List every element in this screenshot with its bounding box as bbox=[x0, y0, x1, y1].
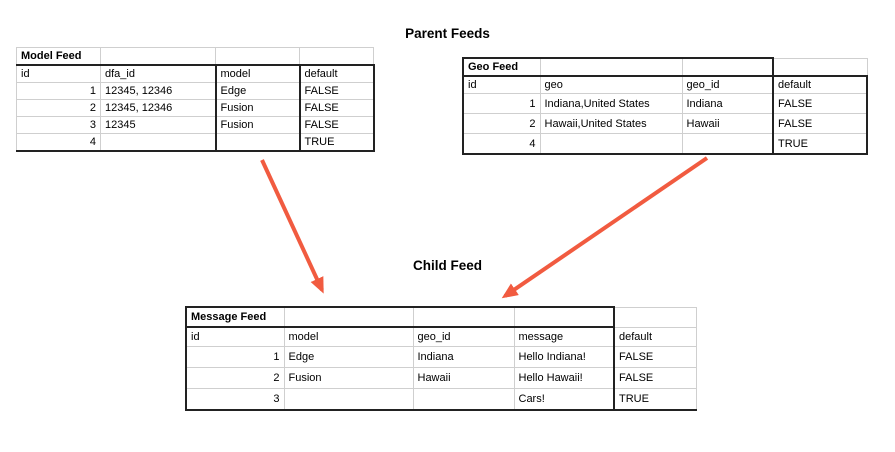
empty-cell bbox=[299, 47, 374, 66]
cell: 1 bbox=[462, 93, 541, 114]
cell bbox=[539, 133, 683, 155]
column-header-id: id bbox=[462, 75, 541, 94]
column-header-geo: geo bbox=[539, 75, 683, 94]
cell bbox=[100, 133, 216, 152]
cell: Fusion bbox=[214, 116, 301, 134]
cell: 12345, 12346 bbox=[100, 82, 216, 100]
column-header-default: default bbox=[772, 75, 868, 94]
empty-cell bbox=[412, 306, 515, 328]
table-title-row: Geo Feed bbox=[462, 57, 868, 77]
empty-cell bbox=[215, 47, 300, 66]
empty-cell bbox=[772, 57, 868, 77]
cell: Edge bbox=[214, 82, 301, 100]
cell: Hawaii,United States bbox=[539, 113, 683, 134]
cell: 1 bbox=[16, 82, 101, 100]
column-header-default: default bbox=[299, 64, 375, 83]
cell: Indiana bbox=[681, 93, 774, 114]
column-header-geo_id: geo_id bbox=[681, 75, 774, 94]
column-header-model: model bbox=[214, 64, 301, 83]
cell: 2 bbox=[185, 367, 285, 389]
empty-cell bbox=[613, 306, 697, 328]
cell: Cars! bbox=[513, 388, 615, 411]
empty-cell bbox=[513, 306, 615, 328]
cell: 12345 bbox=[100, 116, 216, 134]
cell bbox=[412, 388, 515, 411]
cell: TRUE bbox=[613, 388, 697, 411]
parent-feeds-heading: Parent Feeds bbox=[405, 26, 490, 41]
table-title: Geo Feed bbox=[462, 57, 541, 77]
column-header-message: message bbox=[513, 326, 615, 347]
cell: Hawaii bbox=[681, 113, 774, 134]
table-row: 4 TRUE bbox=[462, 133, 868, 155]
column-header-geo_id: geo_id bbox=[412, 326, 515, 347]
empty-cell bbox=[100, 47, 216, 66]
cell: 1 bbox=[185, 346, 285, 368]
cell: FALSE bbox=[299, 116, 375, 134]
cell: 2 bbox=[462, 113, 541, 134]
table-title-row: Model Feed bbox=[16, 47, 374, 66]
cell: Fusion bbox=[214, 99, 301, 117]
cell: 3 bbox=[185, 388, 285, 411]
column-header-model: model bbox=[283, 326, 414, 347]
cell: Hawaii bbox=[412, 367, 515, 389]
cell: FALSE bbox=[613, 346, 697, 368]
cell: 2 bbox=[16, 99, 101, 117]
column-header-dfa_id: dfa_id bbox=[100, 64, 216, 83]
column-header-default: default bbox=[613, 326, 697, 347]
cell: TRUE bbox=[299, 133, 375, 152]
table-title-row: Message Feed bbox=[185, 306, 697, 328]
cell: Fusion bbox=[283, 367, 414, 389]
cell: 12345, 12346 bbox=[100, 99, 216, 117]
table-title: Message Feed bbox=[185, 306, 285, 328]
cell bbox=[681, 133, 774, 155]
arrow-geo-to-child bbox=[501, 156, 709, 299]
cell: FALSE bbox=[772, 113, 868, 134]
cell: 3 bbox=[16, 116, 101, 134]
empty-cell bbox=[539, 57, 683, 77]
empty-cell bbox=[283, 306, 414, 328]
child-feed-heading: Child Feed bbox=[412, 258, 482, 273]
cell bbox=[283, 388, 414, 411]
cell: FALSE bbox=[299, 99, 375, 117]
cell: 4 bbox=[16, 133, 101, 152]
cell: FALSE bbox=[299, 82, 375, 100]
cell: FALSE bbox=[772, 93, 868, 114]
cell: Hello Hawaii! bbox=[513, 367, 615, 389]
cell: Indiana,United States bbox=[539, 93, 683, 114]
cell: Hello Indiana! bbox=[513, 346, 615, 368]
table-row: 3 Cars!TRUE bbox=[185, 388, 697, 411]
cell: FALSE bbox=[613, 367, 697, 389]
cell: TRUE bbox=[772, 133, 868, 155]
cell bbox=[214, 133, 301, 152]
table-title: Model Feed bbox=[16, 47, 101, 66]
cell: Indiana bbox=[412, 346, 515, 368]
cell: Edge bbox=[283, 346, 414, 368]
cell: 4 bbox=[462, 133, 541, 155]
empty-cell bbox=[681, 57, 774, 77]
column-header-id: id bbox=[185, 326, 285, 347]
table-row: 4 TRUE bbox=[16, 133, 375, 152]
column-header-id: id bbox=[16, 64, 101, 83]
